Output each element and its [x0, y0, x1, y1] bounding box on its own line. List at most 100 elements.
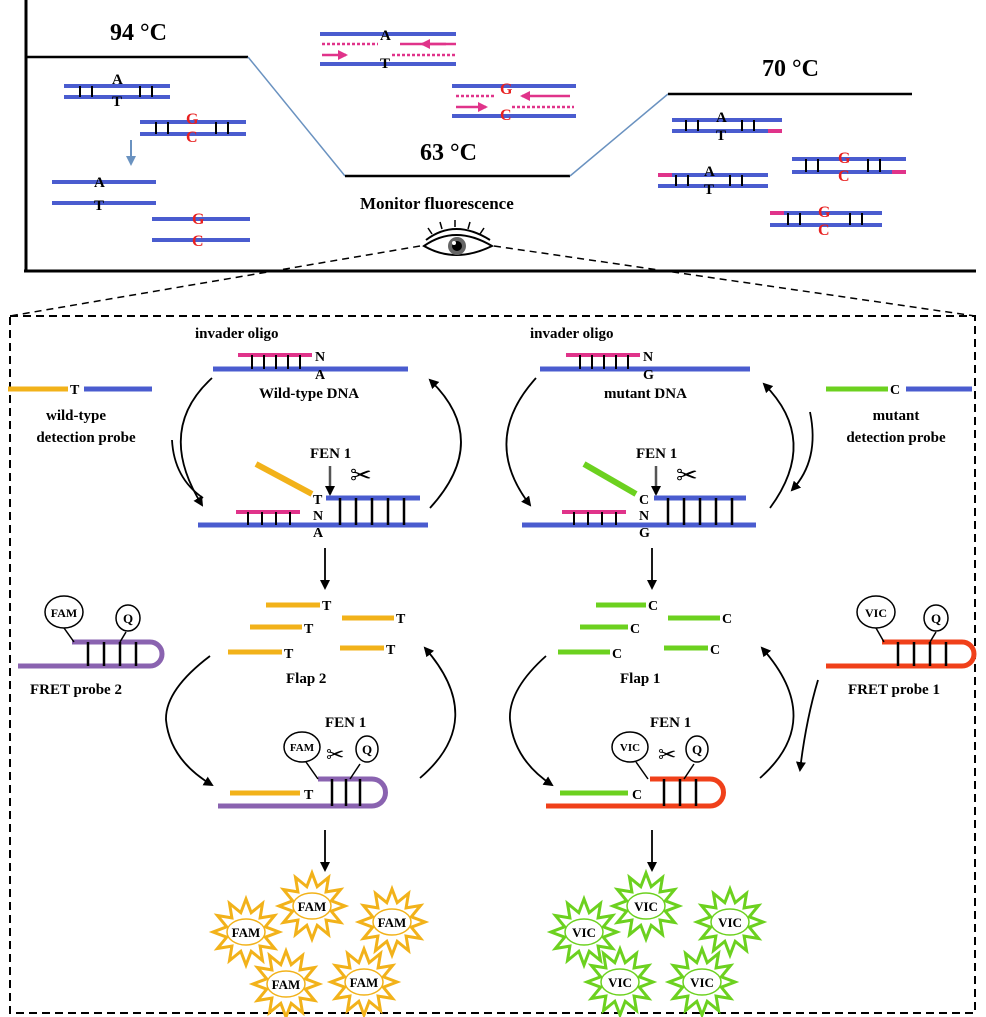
- svg-text:G: G: [643, 368, 654, 383]
- svg-text:T: T: [112, 94, 122, 110]
- vic-star-5: VIC: [664, 944, 740, 1017]
- svg-text:T: T: [322, 599, 332, 614]
- svg-text:G: G: [186, 111, 199, 128]
- svg-text:FAM: FAM: [290, 742, 315, 754]
- svg-text:C: C: [500, 107, 512, 124]
- vic-star-4: VIC: [582, 944, 658, 1017]
- mut-dna-label: mutant DNA: [604, 386, 687, 402]
- svg-text:C: C: [612, 647, 622, 662]
- mut-fen-label: FEN 1: [636, 446, 677, 462]
- wt-probe-label-2: detection probe: [36, 430, 136, 446]
- svg-text:T: T: [386, 643, 396, 658]
- fam-star-label: FAM: [272, 977, 301, 992]
- svg-text:Q: Q: [123, 611, 133, 626]
- svg-text:Q: Q: [931, 611, 941, 626]
- thermal-profile: [24, 0, 976, 273]
- svg-text:VIC: VIC: [620, 742, 640, 754]
- svg-text:C: C: [648, 599, 658, 614]
- svg-text:C: C: [722, 612, 732, 627]
- svg-text:T: T: [380, 56, 390, 72]
- vic-star-label: VIC: [608, 975, 632, 990]
- svg-text:T: T: [396, 612, 406, 627]
- wt-scissors-icon: ✂: [350, 461, 372, 490]
- fam-star-5: FAM: [326, 944, 402, 1017]
- primer-annealed-at: A T: [320, 28, 456, 72]
- detail-box: [9, 315, 976, 1014]
- wt-fret-cleavage: T FAM Q ✂: [218, 731, 388, 809]
- svg-text:G: G: [838, 150, 851, 167]
- svg-text:N: N: [315, 350, 325, 365]
- mut-scissors-icon: ✂: [676, 461, 698, 490]
- svg-text:T: T: [704, 182, 714, 198]
- fam-star-label: FAM: [298, 899, 327, 914]
- svg-text:N: N: [639, 509, 649, 524]
- svg-text:VIC: VIC: [865, 606, 887, 620]
- svg-text:T: T: [304, 788, 314, 803]
- svg-text:N: N: [643, 350, 653, 365]
- wt-dna-label: Wild-type DNA: [259, 386, 359, 402]
- wt-fen2-label: FEN 1: [325, 715, 366, 731]
- temp-anneal: 63 °C: [420, 140, 477, 166]
- wt-target-dna: N A: [213, 350, 408, 383]
- svg-text:C: C: [639, 493, 649, 508]
- extended-gc-2: G C: [770, 204, 882, 239]
- fam-star-4: FAM: [248, 946, 324, 1017]
- separated-at: A T: [52, 175, 156, 214]
- wt-invader-label: invader oligo: [195, 326, 278, 342]
- fam-star-label: FAM: [350, 975, 379, 990]
- duplex-gc-left: G C: [140, 111, 246, 146]
- mut-target-dna: N G: [540, 350, 750, 383]
- wt-fen-label: FEN 1: [310, 446, 351, 462]
- svg-text:C: C: [630, 622, 640, 637]
- wt-probe-label-1: wild-type: [46, 408, 106, 424]
- wt-detection-probe: T: [8, 383, 152, 398]
- mut-fret-cleavage: C VIC Q ✂: [546, 731, 726, 809]
- separated-gc: G C: [152, 211, 250, 250]
- vic-star-3: VIC: [692, 884, 768, 960]
- mut-scissors2-icon: ✂: [658, 742, 676, 767]
- svg-text:C: C: [186, 129, 198, 146]
- fret-probe-1: VIC Q: [826, 595, 977, 669]
- svg-text:C: C: [632, 788, 642, 803]
- mut-flap-label: Flap 1: [620, 671, 660, 687]
- svg-text:C: C: [818, 222, 830, 239]
- extended-at-1: A T: [672, 110, 782, 144]
- svg-text:A: A: [112, 72, 123, 88]
- vic-star-label: VIC: [718, 915, 742, 930]
- vic-star-label: VIC: [634, 899, 658, 914]
- mut-invader-label: invader oligo: [530, 326, 613, 342]
- fam-star-1: FAM: [274, 868, 350, 944]
- temp-extend: 70 °C: [762, 56, 819, 82]
- vic-star-label: VIC: [572, 925, 596, 940]
- temp-denature: 94 °C: [110, 20, 167, 46]
- svg-text:G: G: [192, 211, 205, 228]
- svg-text:A: A: [704, 164, 715, 180]
- svg-text:A: A: [94, 175, 105, 191]
- eye-icon: [422, 220, 495, 256]
- svg-text:A: A: [313, 526, 324, 541]
- vic-star-label: VIC: [690, 975, 714, 990]
- svg-text:T: T: [313, 493, 323, 508]
- mut-detection-probe: C: [826, 383, 972, 398]
- vic-signal-stars: VIC VIC VIC VIC VIC: [546, 868, 768, 1017]
- svg-text:A: A: [380, 28, 391, 44]
- svg-text:FAM: FAM: [51, 606, 77, 620]
- svg-text:T: T: [94, 198, 104, 214]
- svg-text:G: G: [639, 526, 650, 541]
- wt-flaps: T T T T T: [228, 599, 406, 662]
- svg-text:C: C: [710, 643, 720, 658]
- mut-flaps: C C C C C: [558, 599, 732, 662]
- svg-text:N: N: [313, 509, 323, 524]
- fam-star-2: FAM: [208, 894, 284, 970]
- fret1-label: FRET probe 1: [848, 682, 940, 698]
- duplex-at-left: A T: [64, 72, 170, 110]
- svg-text:T: T: [716, 128, 726, 144]
- svg-text:T: T: [304, 622, 314, 637]
- mut-cleavage-complex: C N G: [522, 461, 756, 541]
- svg-text:A: A: [716, 110, 727, 126]
- wt-cleavage-complex: T N A: [198, 461, 428, 541]
- monitor-label: Monitor fluorescence: [360, 194, 514, 213]
- mut-probe-label-1: mutant: [873, 408, 920, 424]
- fam-star-3: FAM: [354, 884, 430, 960]
